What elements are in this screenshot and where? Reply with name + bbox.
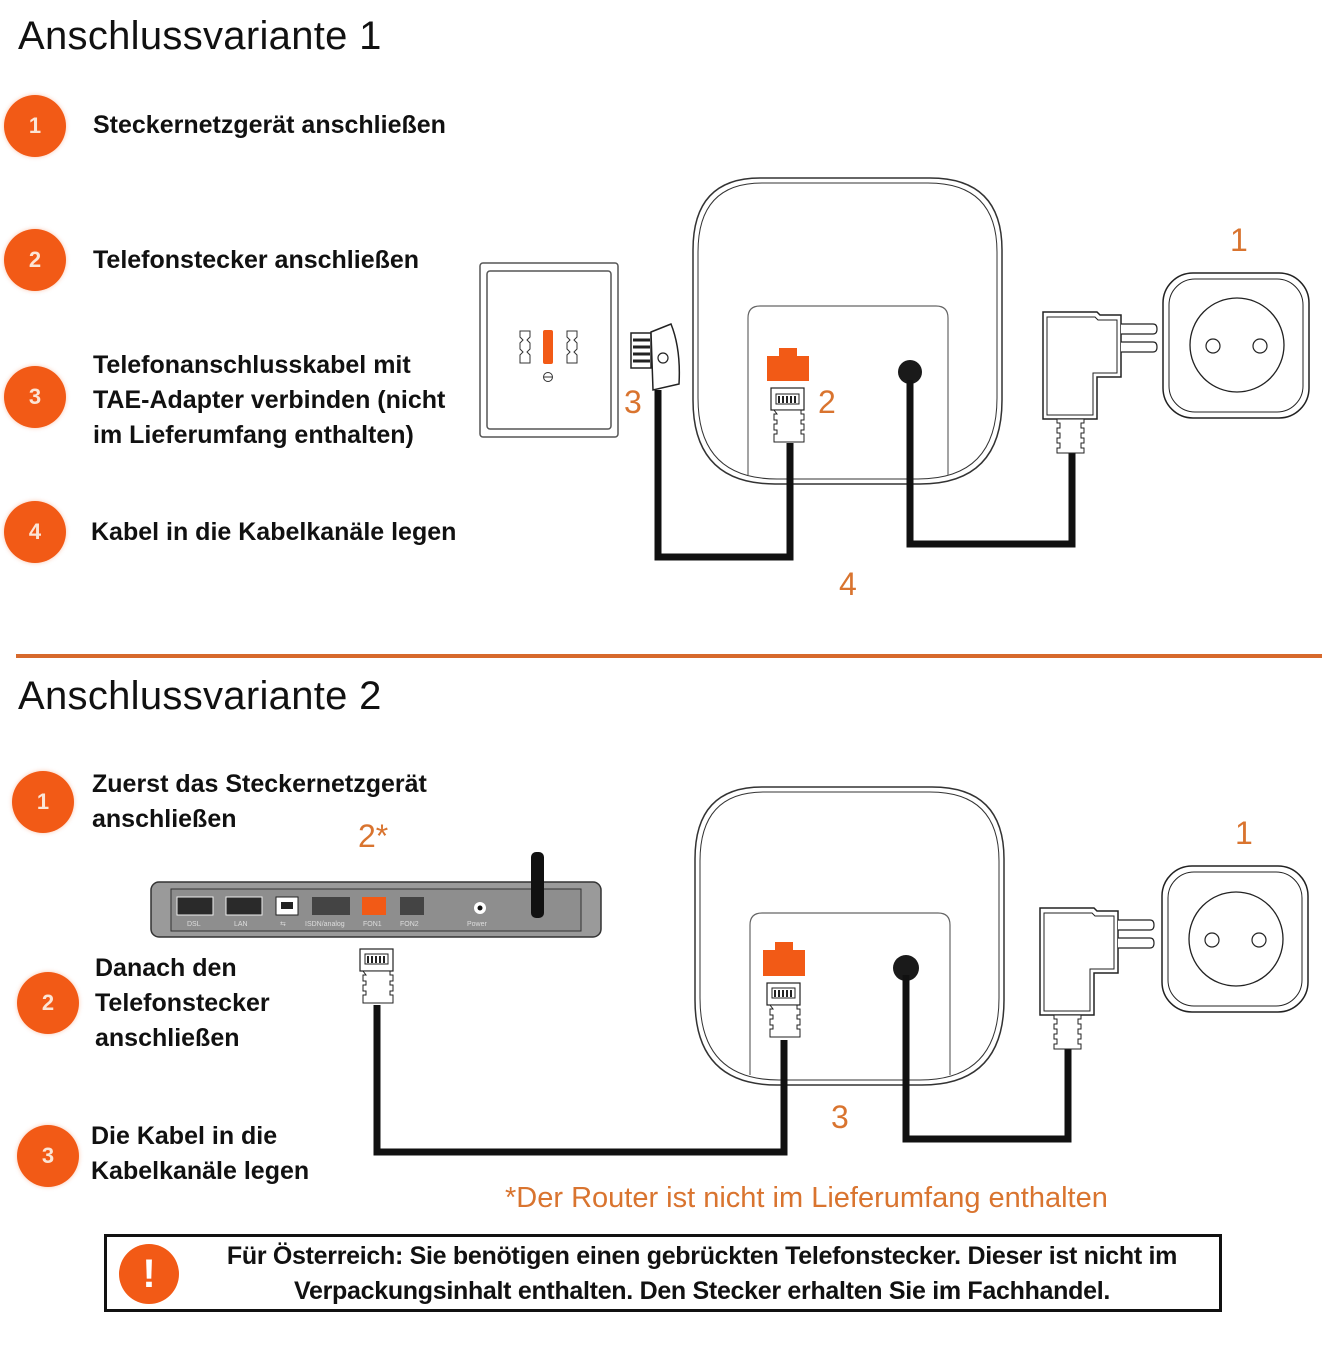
phone-jack-icon bbox=[763, 942, 805, 976]
variant1-step2-text: Telefonstecker anschließen bbox=[93, 246, 420, 274]
variant1-step1-text: Steckernetzgerät anschließen bbox=[93, 111, 446, 139]
router-port-fon2 bbox=[400, 897, 424, 915]
router-icon: DSL LAN ⇆ ISDN/analog FON1 FON2 Power bbox=[150, 852, 602, 938]
tae-wall-socket-icon bbox=[479, 262, 619, 438]
power-jack-icon bbox=[898, 360, 922, 384]
variant1-label-cables: 4 bbox=[839, 566, 857, 602]
notice-line2: Verpackungsinhalt enthalten. Den Stecker… bbox=[294, 1277, 1110, 1305]
variant1-step4-badge: 4 bbox=[4, 501, 66, 563]
router-footnote: *Der Router ist nicht im Lieferumfang en… bbox=[505, 1182, 1108, 1214]
variant1-step3-text: Telefonanschlusskabel mit TAE-Adapter ve… bbox=[93, 351, 446, 449]
svg-text:DSL: DSL bbox=[187, 921, 201, 928]
router-rj-plug-icon bbox=[359, 948, 394, 1004]
austria-notice: ! Für Österreich: Sie benötigen einen ge… bbox=[104, 1234, 1222, 1312]
variant2-label-socket: 1 bbox=[1235, 815, 1253, 851]
notice-text: Für Österreich: Sie benötigen einen gebr… bbox=[187, 1239, 1217, 1309]
variant1-title: Anschlussvariante 1 bbox=[18, 14, 382, 58]
variant2-label-router: 2* bbox=[358, 818, 389, 854]
variant1-step4-text: Kabel in die Kabelkanäle legen bbox=[91, 518, 457, 546]
variant1-step2-badge: 2 bbox=[4, 229, 66, 291]
section-divider bbox=[16, 654, 1322, 658]
power-adapter-icon bbox=[1039, 907, 1155, 1050]
variant2-label-cables: 3 bbox=[831, 1099, 849, 1135]
router-port-fon1 bbox=[362, 897, 386, 915]
wall-outlet-icon bbox=[1162, 272, 1310, 419]
base-station-icon bbox=[694, 786, 1005, 1086]
variant1-diagram bbox=[479, 177, 1310, 561]
router-port-dsl bbox=[176, 896, 214, 916]
variant2-step1-text: Zuerst das Steckernetzgerät anschließen bbox=[92, 770, 427, 833]
power-cable bbox=[902, 975, 1072, 1143]
warning-icon: ! bbox=[119, 1244, 179, 1304]
rj-plug-icon bbox=[766, 982, 801, 1038]
variant2-step3-text: Die Kabel in die Kabelkanäle legen bbox=[91, 1122, 310, 1185]
svg-text:⇆: ⇆ bbox=[280, 921, 286, 928]
variant1-step3-badge: 3 bbox=[4, 366, 66, 428]
svg-text:LAN: LAN bbox=[234, 921, 248, 928]
svg-text:FON1: FON1 bbox=[363, 921, 382, 928]
notice-line1: Für Österreich: Sie benötigen einen gebr… bbox=[226, 1242, 1178, 1270]
power-jack-icon bbox=[893, 955, 919, 981]
power-adapter-icon bbox=[1042, 311, 1158, 454]
variant1-step1-badge: 1 bbox=[4, 95, 66, 157]
phone-cable bbox=[373, 1005, 788, 1156]
variant1-label-socket: 1 bbox=[1230, 222, 1248, 258]
variant1-label-tae: 3 bbox=[624, 384, 642, 420]
phone-jack-icon bbox=[767, 348, 809, 381]
base-station-icon bbox=[692, 177, 1003, 485]
svg-text:Power: Power bbox=[467, 921, 488, 928]
router-port-lan bbox=[225, 896, 263, 916]
variant1-label-phone-jack: 2 bbox=[818, 384, 836, 420]
svg-text:ISDN/analog: ISDN/analog bbox=[305, 921, 345, 928]
power-cable bbox=[906, 380, 1076, 548]
router-port-isdn bbox=[312, 897, 350, 915]
variant2-step2-badge: 2 bbox=[17, 972, 79, 1034]
tae-plug-icon bbox=[630, 323, 681, 391]
wall-outlet-icon bbox=[1161, 865, 1309, 1013]
router-power-port bbox=[477, 905, 483, 911]
svg-text:FON2: FON2 bbox=[400, 921, 419, 928]
router-antenna-icon bbox=[531, 852, 544, 918]
phone-cable bbox=[654, 390, 794, 561]
rj-plug-icon bbox=[770, 387, 805, 443]
variant2-step3-badge: 3 bbox=[17, 1125, 79, 1187]
variant2-title: Anschlussvariante 2 bbox=[18, 674, 382, 718]
variant2-step1-badge: 1 bbox=[12, 771, 74, 833]
variant2-step2-text: Danach den Telefonstecker anschließen bbox=[95, 954, 270, 1052]
